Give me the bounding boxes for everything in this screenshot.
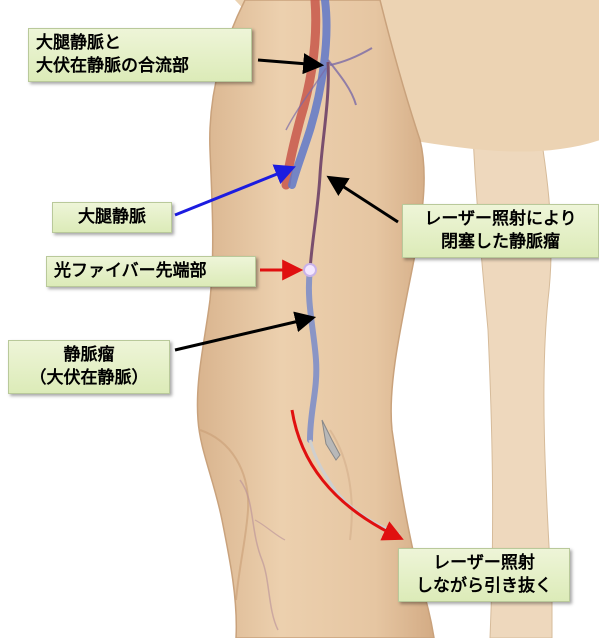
withdraw-label-line1: レーザー照射 bbox=[406, 552, 562, 575]
occluded-label-line2: 閉塞した静脈瘤 bbox=[410, 231, 591, 254]
callout-fiber-tip: 光ファイバー先端部 bbox=[46, 256, 256, 287]
callout-junction: 大腿静脈と 大伏在静脈の合流部 bbox=[28, 28, 252, 82]
varix-label-line1: 静脈瘤 bbox=[16, 344, 162, 367]
callout-occluded-varix: レーザー照射により 閉塞した静脈瘤 bbox=[402, 204, 599, 258]
varix-label-line2: （大伏在静脈） bbox=[16, 367, 162, 390]
callout-varix: 静脈瘤 （大伏在静脈） bbox=[8, 340, 170, 394]
occluded-label-line1: レーザー照射により bbox=[410, 208, 591, 231]
fiber-tip-label: 光ファイバー先端部 bbox=[54, 260, 248, 283]
junction-label-line1: 大腿静脈と bbox=[36, 32, 244, 55]
callout-withdraw: レーザー照射 しながら引き抜く bbox=[398, 548, 570, 602]
femoral-vein-label: 大腿静脈 bbox=[60, 206, 164, 229]
fiber-tip-glow bbox=[304, 264, 316, 276]
withdraw-label-line2: しながら引き抜く bbox=[406, 575, 562, 598]
callout-femoral-vein: 大腿静脈 bbox=[52, 202, 172, 233]
junction-label-line2: 大伏在静脈の合流部 bbox=[36, 55, 244, 78]
